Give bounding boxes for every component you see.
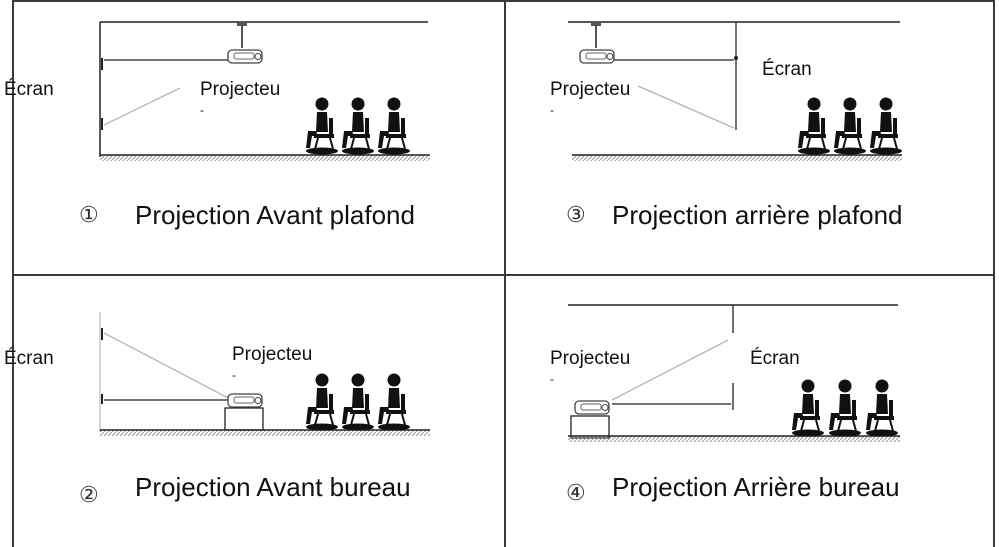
vertical-divider [504,0,506,547]
panel-caption: Projection Avant bureau [135,472,411,502]
projector-label: Projecteu [548,79,633,100]
projector-label: Projecteu [548,348,633,369]
screen-label: Écran [4,79,54,100]
horizontal-divider [12,274,995,276]
projector-label: Projecteu [230,344,315,365]
projector-label-dash: - [232,368,236,382]
panel-number: ④ [566,481,586,506]
panel-number: ② [79,483,99,508]
projector-label-dash: - [200,103,204,117]
panel-rear-desk-drawing [568,304,900,442]
panel-caption: Projection arrière plafond [612,200,903,230]
diagram-frame [12,0,995,547]
panel-number: ① [79,203,99,228]
screen-label: Écran [760,59,814,80]
screen-label: Écran [4,348,54,369]
panel-rear-ceiling-drawing [568,21,903,161]
projector-label: Projecteu [198,79,283,100]
panel-front-ceiling-drawing [99,21,430,161]
panel-front-desk-drawing [99,312,430,436]
panel-caption: Projection Arrière bureau [612,472,900,502]
panel-caption: Projection Avant plafond [135,200,415,230]
projector-label-dash: - [550,372,554,386]
panel-number: ③ [566,203,586,228]
projector-label-dash: - [550,103,554,117]
screen-label: Écran [748,348,802,369]
